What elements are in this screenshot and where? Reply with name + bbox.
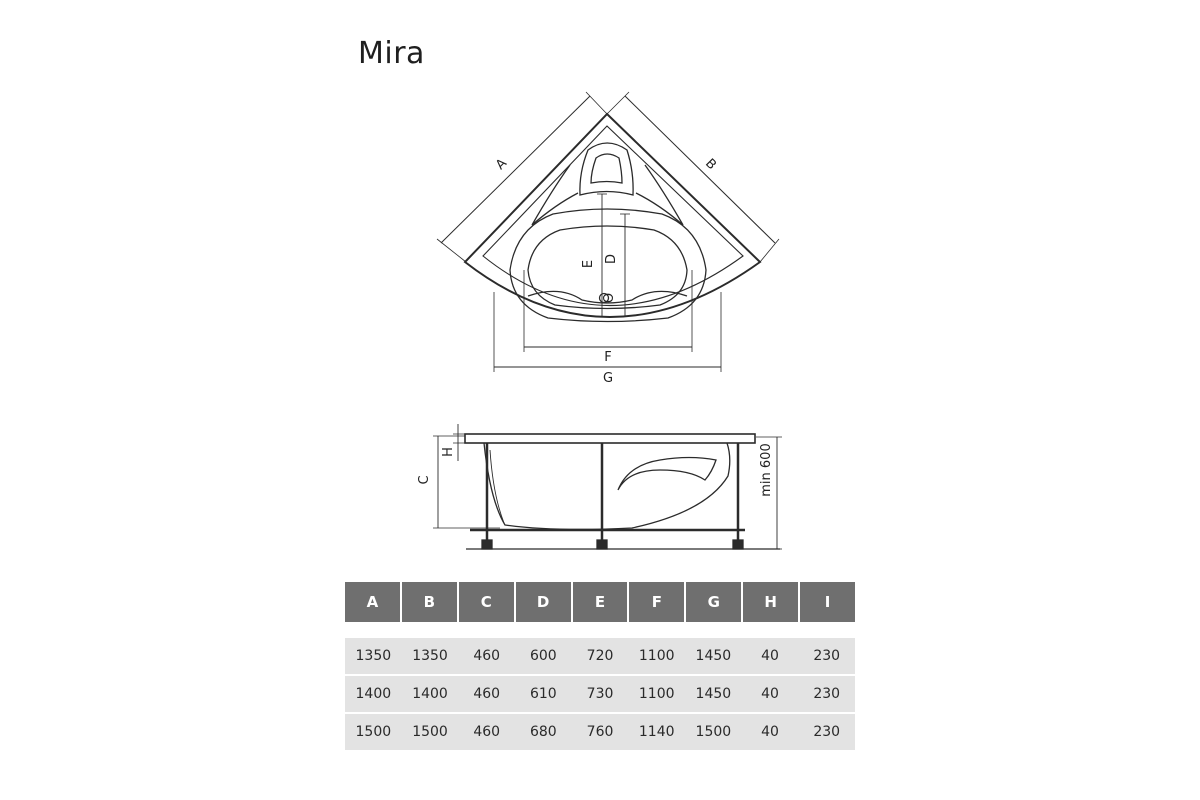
table-cell: 1140 bbox=[638, 724, 675, 740]
label-min: min 600 bbox=[759, 443, 774, 496]
header-cell: G bbox=[686, 582, 744, 622]
table-row: 1350 1350 460 600 720 1100 1450 40 230 bbox=[345, 638, 855, 674]
dimensions-table: A B C D E F G H I 1350 1350 460 600 720 … bbox=[345, 582, 856, 750]
table-row: 1400 1400 460 610 730 1100 1450 40 230 bbox=[345, 674, 855, 712]
table-cell: 460 bbox=[473, 686, 501, 702]
side-view bbox=[433, 424, 782, 550]
table-cell: 1100 bbox=[638, 648, 675, 664]
table-cell: 230 bbox=[813, 724, 841, 740]
table-cell: 460 bbox=[473, 724, 501, 740]
label-a: A bbox=[493, 156, 510, 173]
table-cell: 230 bbox=[813, 648, 841, 664]
table-cell: 1350 bbox=[412, 648, 448, 664]
label-g: G bbox=[603, 371, 613, 386]
label-c: C bbox=[417, 475, 432, 484]
table-cell: 600 bbox=[529, 648, 557, 664]
table-cell: 230 bbox=[813, 686, 841, 702]
header-cell: C bbox=[458, 582, 516, 622]
table-cell: 1400 bbox=[412, 686, 448, 702]
label-b: B bbox=[702, 156, 719, 173]
table-cell: 720 bbox=[586, 648, 614, 664]
label-o: O bbox=[602, 293, 617, 303]
table-cell: 1500 bbox=[695, 724, 732, 740]
product-title: Mira bbox=[358, 36, 425, 71]
table-cell: 40 bbox=[761, 724, 779, 740]
label-e: E bbox=[581, 260, 596, 268]
label-f: F bbox=[604, 350, 611, 365]
label-h: H bbox=[441, 447, 456, 457]
table-cell: 1350 bbox=[355, 648, 392, 664]
table-cell: 1400 bbox=[355, 686, 392, 702]
table-cell: 730 bbox=[586, 686, 614, 702]
table-cell: 460 bbox=[473, 648, 501, 664]
header-cell: B bbox=[401, 582, 459, 622]
table-cell: 760 bbox=[586, 724, 614, 740]
table-cell: 610 bbox=[529, 686, 557, 702]
header-cell: H bbox=[743, 582, 801, 622]
table-cell: 1500 bbox=[412, 724, 448, 740]
header-cell: F bbox=[629, 582, 687, 622]
table-cell: 1500 bbox=[355, 724, 392, 740]
header-cell: E bbox=[572, 582, 630, 622]
table-header: A B C D E F G H I bbox=[345, 582, 856, 622]
technical-drawing: A B E D O F G H C min 600 bbox=[417, 91, 782, 550]
table-cell: 1450 bbox=[695, 686, 732, 702]
table-cell: 1450 bbox=[695, 648, 732, 664]
label-d: D bbox=[604, 254, 619, 264]
top-view bbox=[436, 91, 780, 372]
table-cell: 680 bbox=[529, 724, 557, 740]
table-cell: 1100 bbox=[638, 686, 675, 702]
header-cell: A bbox=[345, 582, 402, 622]
header-cell: I bbox=[800, 582, 856, 622]
table-cell: 40 bbox=[761, 686, 779, 702]
header-cell: D bbox=[515, 582, 573, 622]
table-row: 1500 1500 460 680 760 1140 1500 40 230 bbox=[345, 712, 855, 750]
table-cell: 40 bbox=[761, 648, 779, 664]
